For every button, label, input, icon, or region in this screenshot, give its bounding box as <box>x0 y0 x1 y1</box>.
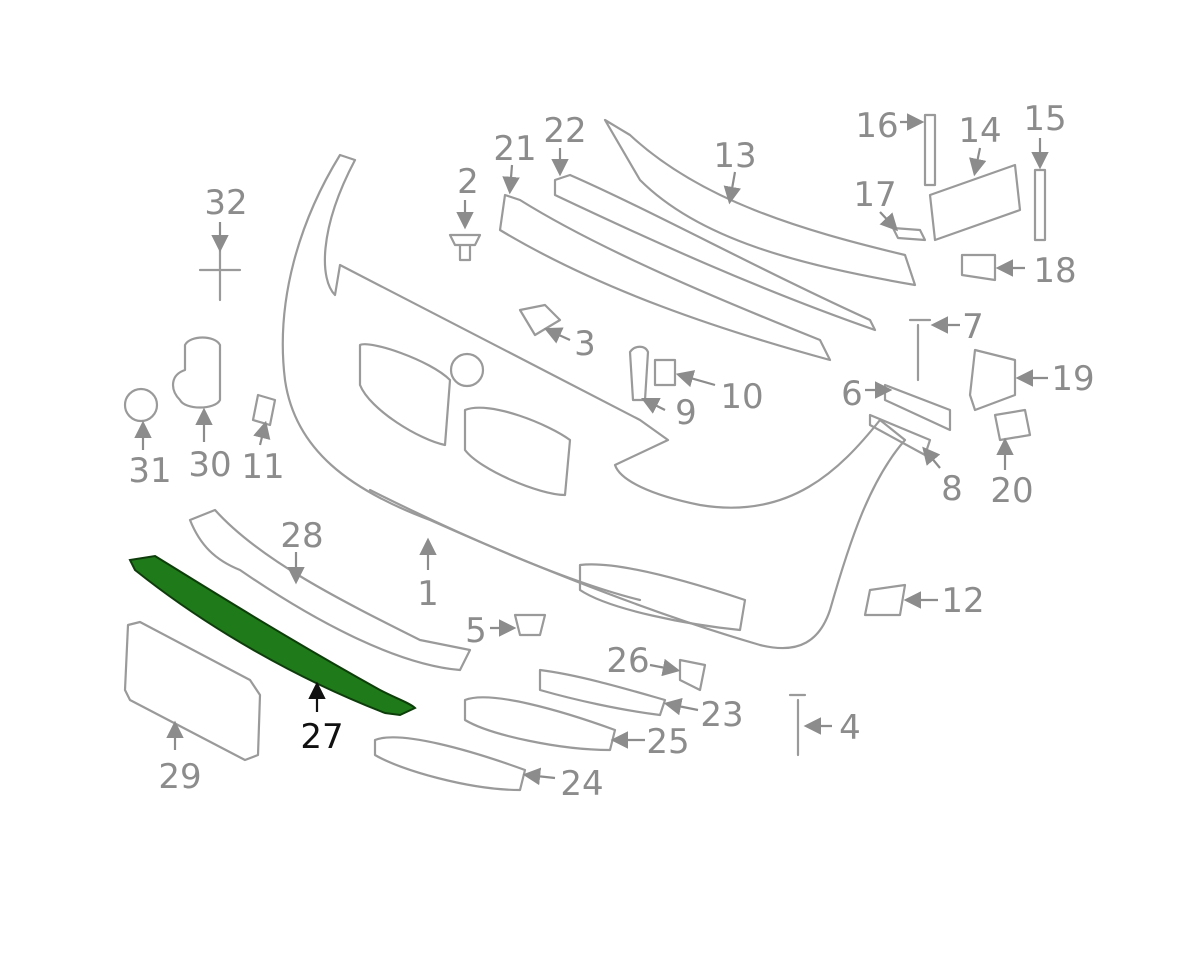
callout-2: 2 <box>457 162 479 202</box>
impact-absorber-part[interactable] <box>498 118 917 362</box>
callout-18: 18 <box>1033 251 1076 291</box>
callout-labels: 16 14 15 22 21 13 2 32 17 18 3 7 10 19 6… <box>128 99 1094 804</box>
callout-20: 20 <box>990 471 1033 511</box>
callout-27: 27 <box>300 717 343 757</box>
callout-17: 17 <box>853 175 896 215</box>
callout-25: 25 <box>646 722 689 762</box>
callout-6: 6 <box>841 374 863 414</box>
license-plate-bracket-part[interactable] <box>123 620 262 762</box>
callout-23: 23 <box>700 695 743 735</box>
callout-9: 9 <box>675 393 697 433</box>
callout-10: 10 <box>720 377 763 417</box>
callout-7: 7 <box>962 307 984 347</box>
callout-29: 29 <box>158 757 201 797</box>
callout-16: 16 <box>855 106 898 146</box>
callout-30: 30 <box>188 445 231 485</box>
callout-arrows <box>134 113 1049 786</box>
callout-26: 26 <box>606 641 649 681</box>
callout-8: 8 <box>941 469 963 509</box>
callout-32: 32 <box>204 183 247 223</box>
callout-14: 14 <box>958 111 1001 151</box>
callout-11: 11 <box>241 447 284 487</box>
callout-13: 13 <box>713 136 756 176</box>
callout-3: 3 <box>574 324 596 364</box>
lower-trim-parts <box>188 508 667 792</box>
callout-15: 15 <box>1023 99 1066 139</box>
callout-28: 28 <box>280 516 323 556</box>
callout-19: 19 <box>1051 359 1094 399</box>
callout-22: 22 <box>543 111 586 151</box>
highlighted-trim-strip-part-27[interactable] <box>128 554 417 717</box>
callout-5: 5 <box>465 611 487 651</box>
callout-12: 12 <box>941 581 984 621</box>
callout-31: 31 <box>128 451 171 491</box>
callout-1: 1 <box>417 574 439 614</box>
callout-21: 21 <box>493 129 536 169</box>
callout-4: 4 <box>839 708 861 748</box>
bumper-cover-part[interactable] <box>281 153 907 650</box>
callout-24: 24 <box>560 764 603 804</box>
